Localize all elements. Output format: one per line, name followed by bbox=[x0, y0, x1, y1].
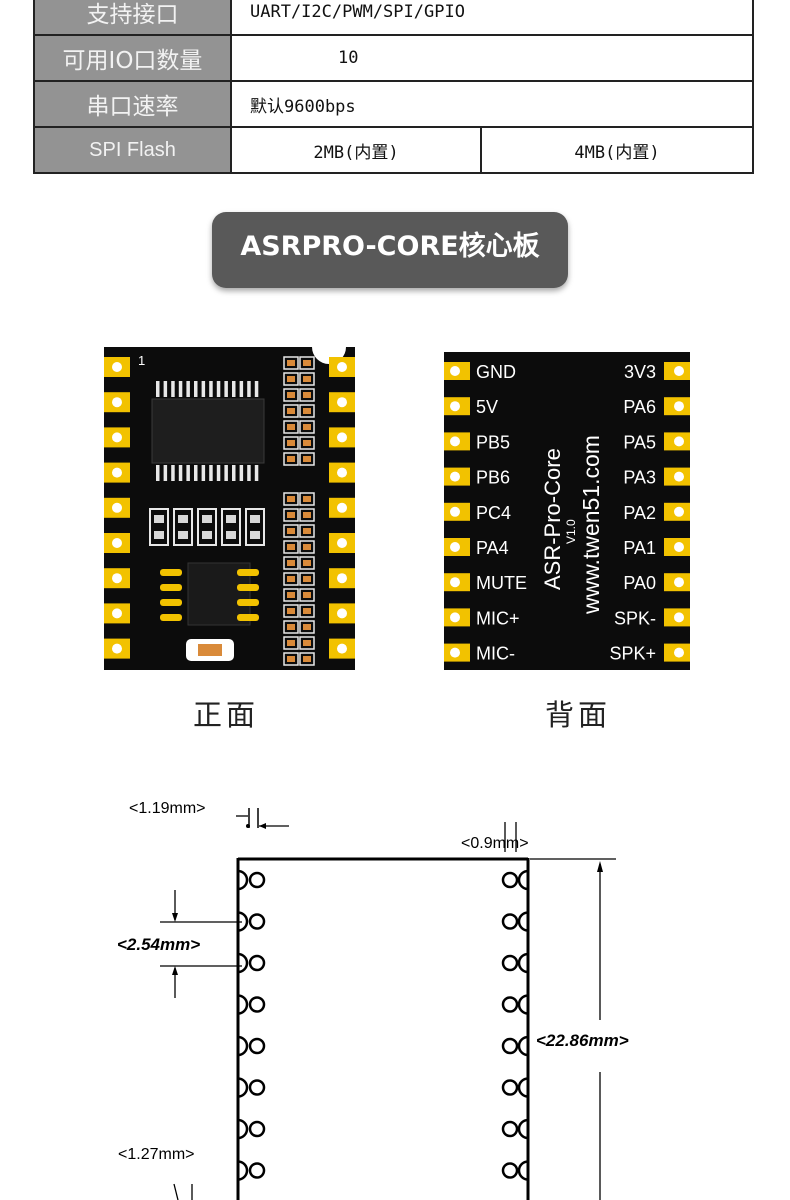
row-label: SPI Flash bbox=[33, 126, 232, 174]
row-label: 串口速率 bbox=[33, 80, 232, 128]
table-row: SPI Flash 2MB(内置) 4MB(内置) bbox=[33, 126, 754, 174]
pin-label-right: PA3 bbox=[623, 468, 656, 488]
pin-label-right: 3V3 bbox=[624, 362, 656, 382]
row-value: 默认9600bps bbox=[230, 80, 754, 128]
pin-label-left: MIC- bbox=[476, 644, 515, 664]
pin1-marker: 1 bbox=[138, 353, 145, 368]
table-row: 可用IO口数量 10 bbox=[33, 34, 754, 82]
pin-label-left: PA4 bbox=[476, 538, 509, 558]
front-caption: 正面 bbox=[193, 698, 260, 732]
pin-label-left: MIC+ bbox=[476, 608, 520, 628]
pin-label-left: PC4 bbox=[476, 503, 511, 523]
row-label: 可用IO口数量 bbox=[33, 34, 232, 82]
row-value: 10 bbox=[230, 34, 754, 82]
dim-pad-width: <1.19mm> bbox=[129, 800, 205, 817]
silk-url: www.twen51.com bbox=[578, 435, 604, 615]
dim-pad-spacing: <0.9mm> bbox=[461, 835, 529, 852]
pin-label-right: PA2 bbox=[623, 503, 656, 523]
pin-label-left: PB6 bbox=[476, 468, 510, 488]
table-row: 串口速率 默认9600bps bbox=[33, 80, 754, 128]
ic-chip bbox=[151, 398, 265, 464]
spec-table: 支持接口 UART/I2C/PWM/SPI/GPIO 可用IO口数量 10 串口… bbox=[33, 0, 754, 174]
pin-label-right: PA6 bbox=[623, 397, 656, 417]
row-value: 2MB(内置) bbox=[230, 126, 482, 174]
silk-version: V1.0 bbox=[564, 519, 578, 544]
dim-half-pitch: <1.27mm> bbox=[118, 1146, 194, 1163]
pin-label-right: SPK+ bbox=[609, 644, 656, 664]
pin-label-right: SPK- bbox=[614, 608, 656, 628]
row-value: UART/I2C/PWM/SPI/GPIO bbox=[230, 0, 754, 36]
dimension-drawing: <1.19mm> <0.9mm> <2.54mm> <22.86mm> <1.2… bbox=[117, 800, 629, 1200]
pin-label-left: 5V bbox=[476, 397, 498, 417]
pin-label-right: PA5 bbox=[623, 432, 656, 452]
row-value: 4MB(内置) bbox=[480, 126, 754, 174]
dim-pitch: <2.54mm> bbox=[117, 935, 200, 954]
pin-label-right: PA1 bbox=[623, 538, 656, 558]
silk-model: ASR-Pro-Core bbox=[540, 448, 565, 590]
front-board-image: 1 bbox=[104, 347, 355, 670]
pin-label-right: PA0 bbox=[623, 573, 656, 593]
pin-label-left: GND bbox=[476, 362, 516, 382]
dim-length: <22.86mm> bbox=[536, 1031, 629, 1050]
pin-label-left: MUTE bbox=[476, 573, 527, 593]
section-title: ASRPRO-CORE核心板 bbox=[212, 212, 568, 288]
table-row: 支持接口 UART/I2C/PWM/SPI/GPIO bbox=[33, 0, 754, 36]
back-caption: 背面 bbox=[545, 698, 612, 732]
row-label: 支持接口 bbox=[33, 0, 232, 36]
pin-label-left: PB5 bbox=[476, 432, 510, 452]
